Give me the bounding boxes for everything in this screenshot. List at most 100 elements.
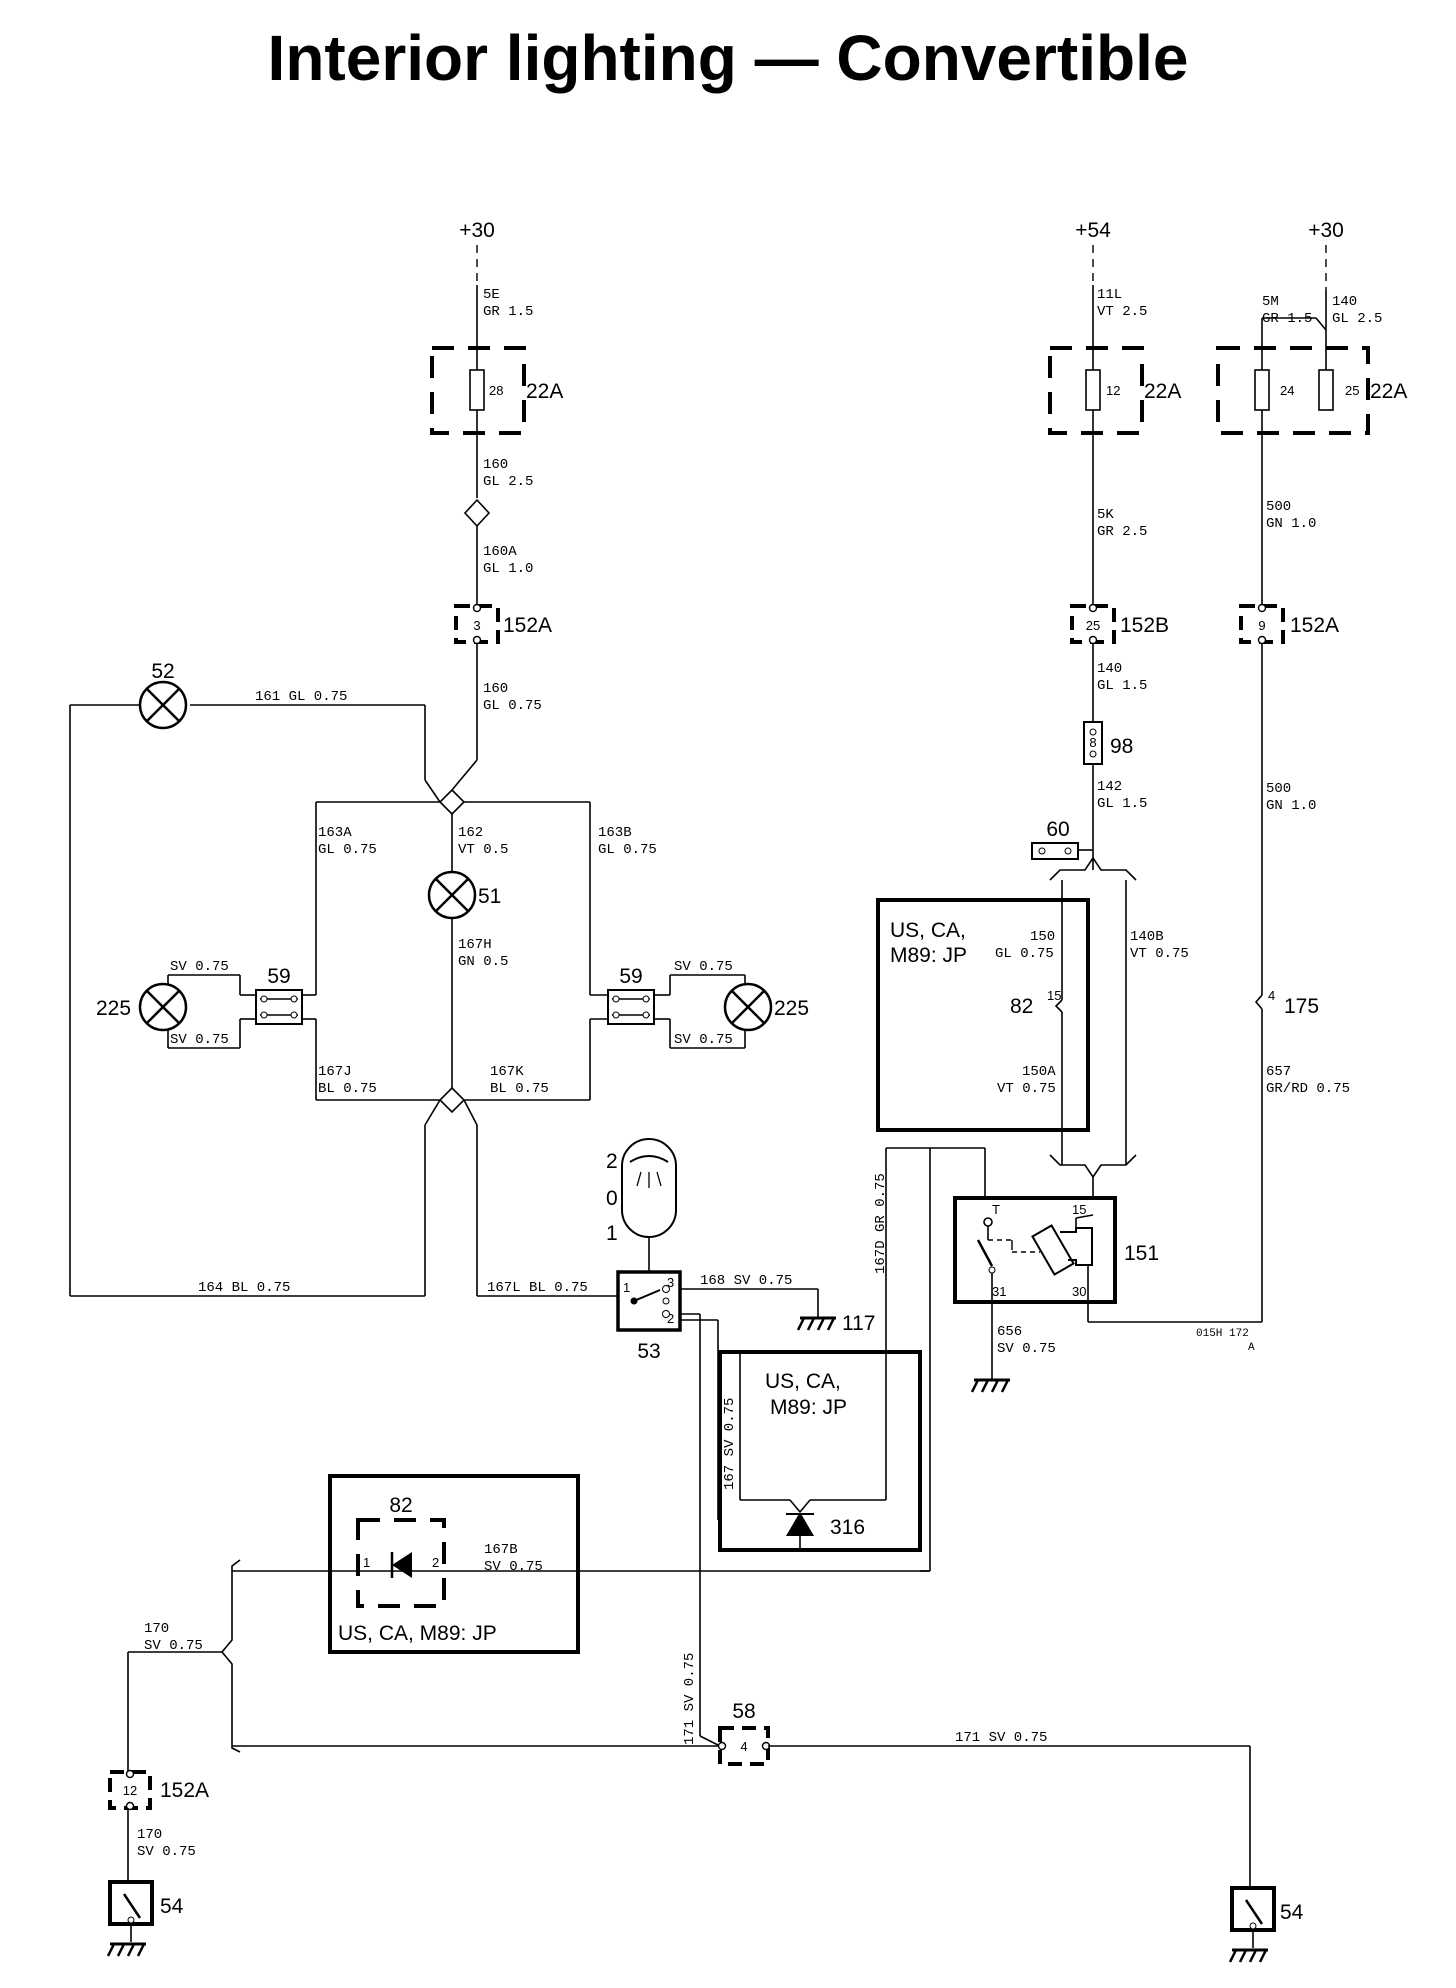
- diode-316-label: 316: [830, 1516, 865, 1539]
- relay-pin-t: T: [992, 1202, 1000, 1217]
- fuse-box-mid-label: 22A: [1144, 380, 1181, 403]
- diode-82-label: 82: [389, 1494, 412, 1517]
- door-switch-54-left-label: 54: [160, 1895, 184, 1918]
- wire-label-167sv: 167 SV 0.75: [722, 1398, 738, 1490]
- wire-label-161: 161 GL 0.75: [255, 689, 347, 705]
- relay-pin-30: 30: [1072, 1284, 1086, 1299]
- wire-relay-15: [1075, 1214, 1094, 1219]
- wire-label-168: 168 SV 0.75: [700, 1273, 792, 1289]
- fuse-25-number: 25: [1345, 383, 1359, 398]
- relay-151-label: 151: [1124, 1242, 1159, 1265]
- switch-position-2: 2: [606, 1150, 618, 1173]
- supply-right-label: +30: [1308, 219, 1344, 242]
- diode-82-pin-2: 2: [432, 1555, 439, 1570]
- page-title: Interior lighting — Convertible: [268, 22, 1189, 94]
- option-box-upper-line1: US, CA,: [890, 919, 966, 942]
- wire-label-171-vertical: 171 SV 0.75: [682, 1653, 698, 1745]
- connector-152a-right-label: 152A: [1290, 614, 1339, 637]
- wire-164-join: [424, 1099, 441, 1126]
- connector-60-label: 60: [1046, 818, 1069, 841]
- ground-117-label: 117: [842, 1312, 875, 1335]
- connector-82-pin: 15: [1047, 988, 1061, 1003]
- wire-label-171-bottom: 171 SV 0.75: [955, 1730, 1047, 1746]
- fuse-box-left-label: 22A: [526, 380, 563, 403]
- wire-label-sv-ll-top: SV 0.75: [170, 959, 229, 975]
- wire-171-to-58: [699, 1735, 721, 1747]
- supply-left-label: +30: [459, 219, 495, 242]
- ground-117: 117: [796, 1312, 875, 1335]
- bracket-bottom: [1049, 1154, 1137, 1179]
- option-box-upper-line2: M89: JP: [890, 944, 967, 967]
- fuse-12-number: 12: [1106, 383, 1120, 398]
- connector-152a-top-pin: 3: [473, 618, 480, 633]
- switch-53-pin-1: 1: [623, 1280, 630, 1295]
- connector-152a-bottom-label: 152A: [160, 1779, 209, 1802]
- wire-label-sv-rl-bot: SV 0.75: [674, 1032, 733, 1048]
- connector-152a-bottom: 12 152A: [108, 1769, 209, 1811]
- ground-relay: [970, 1378, 1010, 1393]
- fuse-box-left: 28 22A: [430, 346, 563, 435]
- connector-98: 8 98: [1083, 721, 1133, 765]
- connector-175-label: 175: [1284, 995, 1319, 1018]
- option-box-316-line2: M89: JP: [770, 1396, 847, 1419]
- wire-161-join: [424, 779, 441, 803]
- fuse-24-number: 24: [1280, 383, 1294, 398]
- connector-59-right: 59: [607, 965, 655, 1025]
- relay-151: T 15 31 30 151: [953, 1196, 1159, 1304]
- option-box-316: US, CA, M89: JP 316 167 SV 0.75: [718, 1350, 922, 1552]
- lamp-225-left-label: 225: [96, 997, 131, 1020]
- ref-code: 015H 172A: [1196, 1328, 1255, 1354]
- connector-58: 4 58: [717, 1700, 771, 1766]
- wire-label-sv-ll-bot: SV 0.75: [170, 1032, 229, 1048]
- connector-82-label: 82: [1010, 995, 1033, 1018]
- connector-58-pin: 4: [740, 1739, 747, 1754]
- switch-53-pin-2: 2: [667, 1311, 674, 1326]
- connector-152a-top-label: 152A: [503, 614, 552, 637]
- dome-light: 2 0 1: [606, 1138, 677, 1245]
- wire-5k-bend: [1315, 317, 1327, 331]
- door-switch-54-right: 54: [1230, 1886, 1304, 1932]
- wire-label-167l: 167L BL 0.75: [487, 1280, 588, 1296]
- lamp-51-label: 51: [478, 885, 501, 908]
- relay-pin-31: 31: [992, 1284, 1006, 1299]
- switch-53-pin-3: 3: [667, 1275, 674, 1290]
- fuse-box-right: 24 25 22A: [1216, 346, 1407, 435]
- lamp-52-label: 52: [151, 660, 174, 683]
- lamp-225-right: 225: [723, 982, 809, 1032]
- fuse-28: [469, 369, 485, 411]
- switch-53-label: 53: [637, 1340, 660, 1363]
- diode-82-pin-1: 1: [363, 1555, 370, 1570]
- lamp-51: 51: [427, 870, 501, 920]
- connector-60: 60: [1031, 818, 1079, 860]
- option-box-82: 82 1 2 US, CA, M89: JP: [328, 1474, 580, 1654]
- splice-160: [463, 498, 491, 528]
- relay-pin-15: 15: [1072, 1202, 1086, 1217]
- splice-lower: [438, 1086, 466, 1114]
- door-switch-54-left: 54: [108, 1880, 184, 1926]
- switch-position-1: 1: [606, 1222, 618, 1245]
- wire-160-to-junction: [451, 759, 478, 791]
